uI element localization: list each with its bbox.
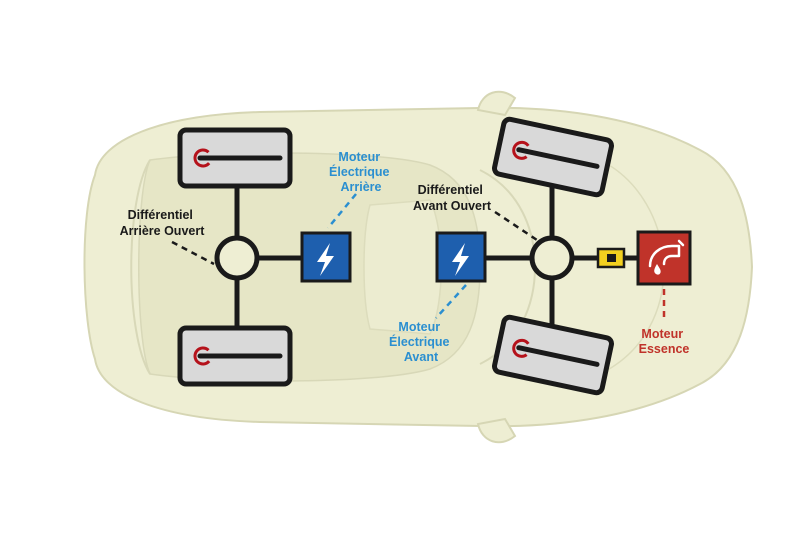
petrol-engine	[636, 230, 692, 286]
lightning-bolt-icon	[452, 243, 469, 276]
motor-box	[435, 231, 487, 283]
label-line: Moteur	[338, 150, 380, 164]
leader-front-differential	[494, 210, 538, 242]
coupler-core	[607, 254, 616, 262]
brake-hub-icon	[193, 148, 213, 168]
wheel-rear-left	[177, 127, 293, 189]
front-differential	[529, 235, 575, 281]
front-electric-motor	[435, 231, 487, 283]
label-line: Avant Ouvert	[413, 199, 492, 213]
leader-rear-differential	[171, 240, 215, 266]
label-front-electric-motor: Moteur Électrique Avant	[389, 320, 453, 364]
sunroof	[363, 199, 442, 335]
rear-differential	[214, 235, 260, 281]
label-rear-electric-motor: Moteur Électrique Arrière	[329, 150, 393, 194]
wheel-front-left	[491, 116, 615, 198]
mirror-bottom	[476, 417, 517, 444]
label-line: Électrique	[389, 334, 449, 349]
label-line: Arrière Ouvert	[120, 224, 206, 238]
brake-hub-icon	[193, 346, 213, 366]
brake-hub-icon	[512, 140, 532, 160]
label-rear-differential: Différentiel Arrière Ouvert	[120, 208, 206, 238]
leader-rear-electric-motor	[327, 193, 357, 229]
label-line: Moteur	[641, 327, 683, 341]
mirror-top	[476, 90, 517, 117]
label-line: Électrique	[329, 164, 389, 179]
engine-box	[636, 230, 692, 286]
wheel-rear-right	[177, 325, 293, 387]
label-line: Essence	[639, 342, 690, 356]
fuel-drop-icon	[654, 264, 661, 275]
wheel-stub	[516, 147, 600, 169]
wheel-front-right	[491, 314, 615, 396]
label-petrol-engine: Moteur Essence	[639, 327, 690, 356]
lightning-bolt-icon	[317, 243, 334, 276]
label-line: Différentiel	[418, 183, 483, 197]
rear-window	[130, 159, 151, 375]
fuel-pump-icon	[648, 239, 685, 268]
motor-box	[300, 231, 352, 283]
label-line: Moteur	[398, 320, 440, 334]
label-line: Arrière	[341, 180, 382, 194]
engine-coupler	[596, 247, 626, 269]
leader-lines	[171, 193, 666, 322]
label-line: Avant	[404, 350, 439, 364]
leader-front-electric-motor	[435, 284, 467, 319]
wheel-stub	[516, 345, 600, 367]
label-line: Différentiel	[128, 208, 193, 222]
brake-hub-icon	[512, 338, 532, 358]
label-front-differential: Différentiel Avant Ouvert	[413, 183, 492, 213]
rear-electric-motor	[300, 231, 352, 283]
